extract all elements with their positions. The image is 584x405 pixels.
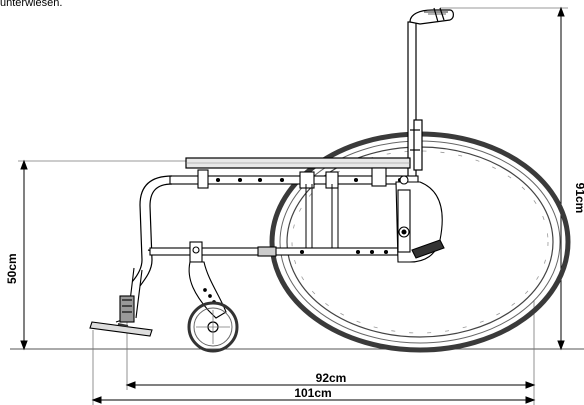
axle-plate bbox=[395, 175, 445, 263]
wheel-depth-label: 92cm bbox=[316, 371, 347, 385]
seat-height-label: 50cm bbox=[5, 253, 19, 284]
total-height-label: 91cm bbox=[573, 183, 584, 214]
wheel-depth-dimension bbox=[125, 381, 536, 389]
total-height-dimension bbox=[557, 6, 565, 351]
caster-wheel bbox=[187, 301, 239, 353]
push-handle bbox=[409, 7, 454, 25]
front-frame bbox=[131, 175, 181, 287]
upper-frame bbox=[169, 167, 419, 189]
footrest bbox=[89, 267, 153, 337]
total-depth-dimension bbox=[91, 396, 536, 404]
caption-text: unterwiesen. bbox=[0, 0, 63, 9]
seat bbox=[185, 157, 411, 169]
cross-brace bbox=[305, 184, 339, 252]
total-depth-label: 101cm bbox=[294, 386, 331, 400]
dimension-guides bbox=[18, 7, 568, 405]
seat-height-dimension bbox=[20, 159, 28, 351]
